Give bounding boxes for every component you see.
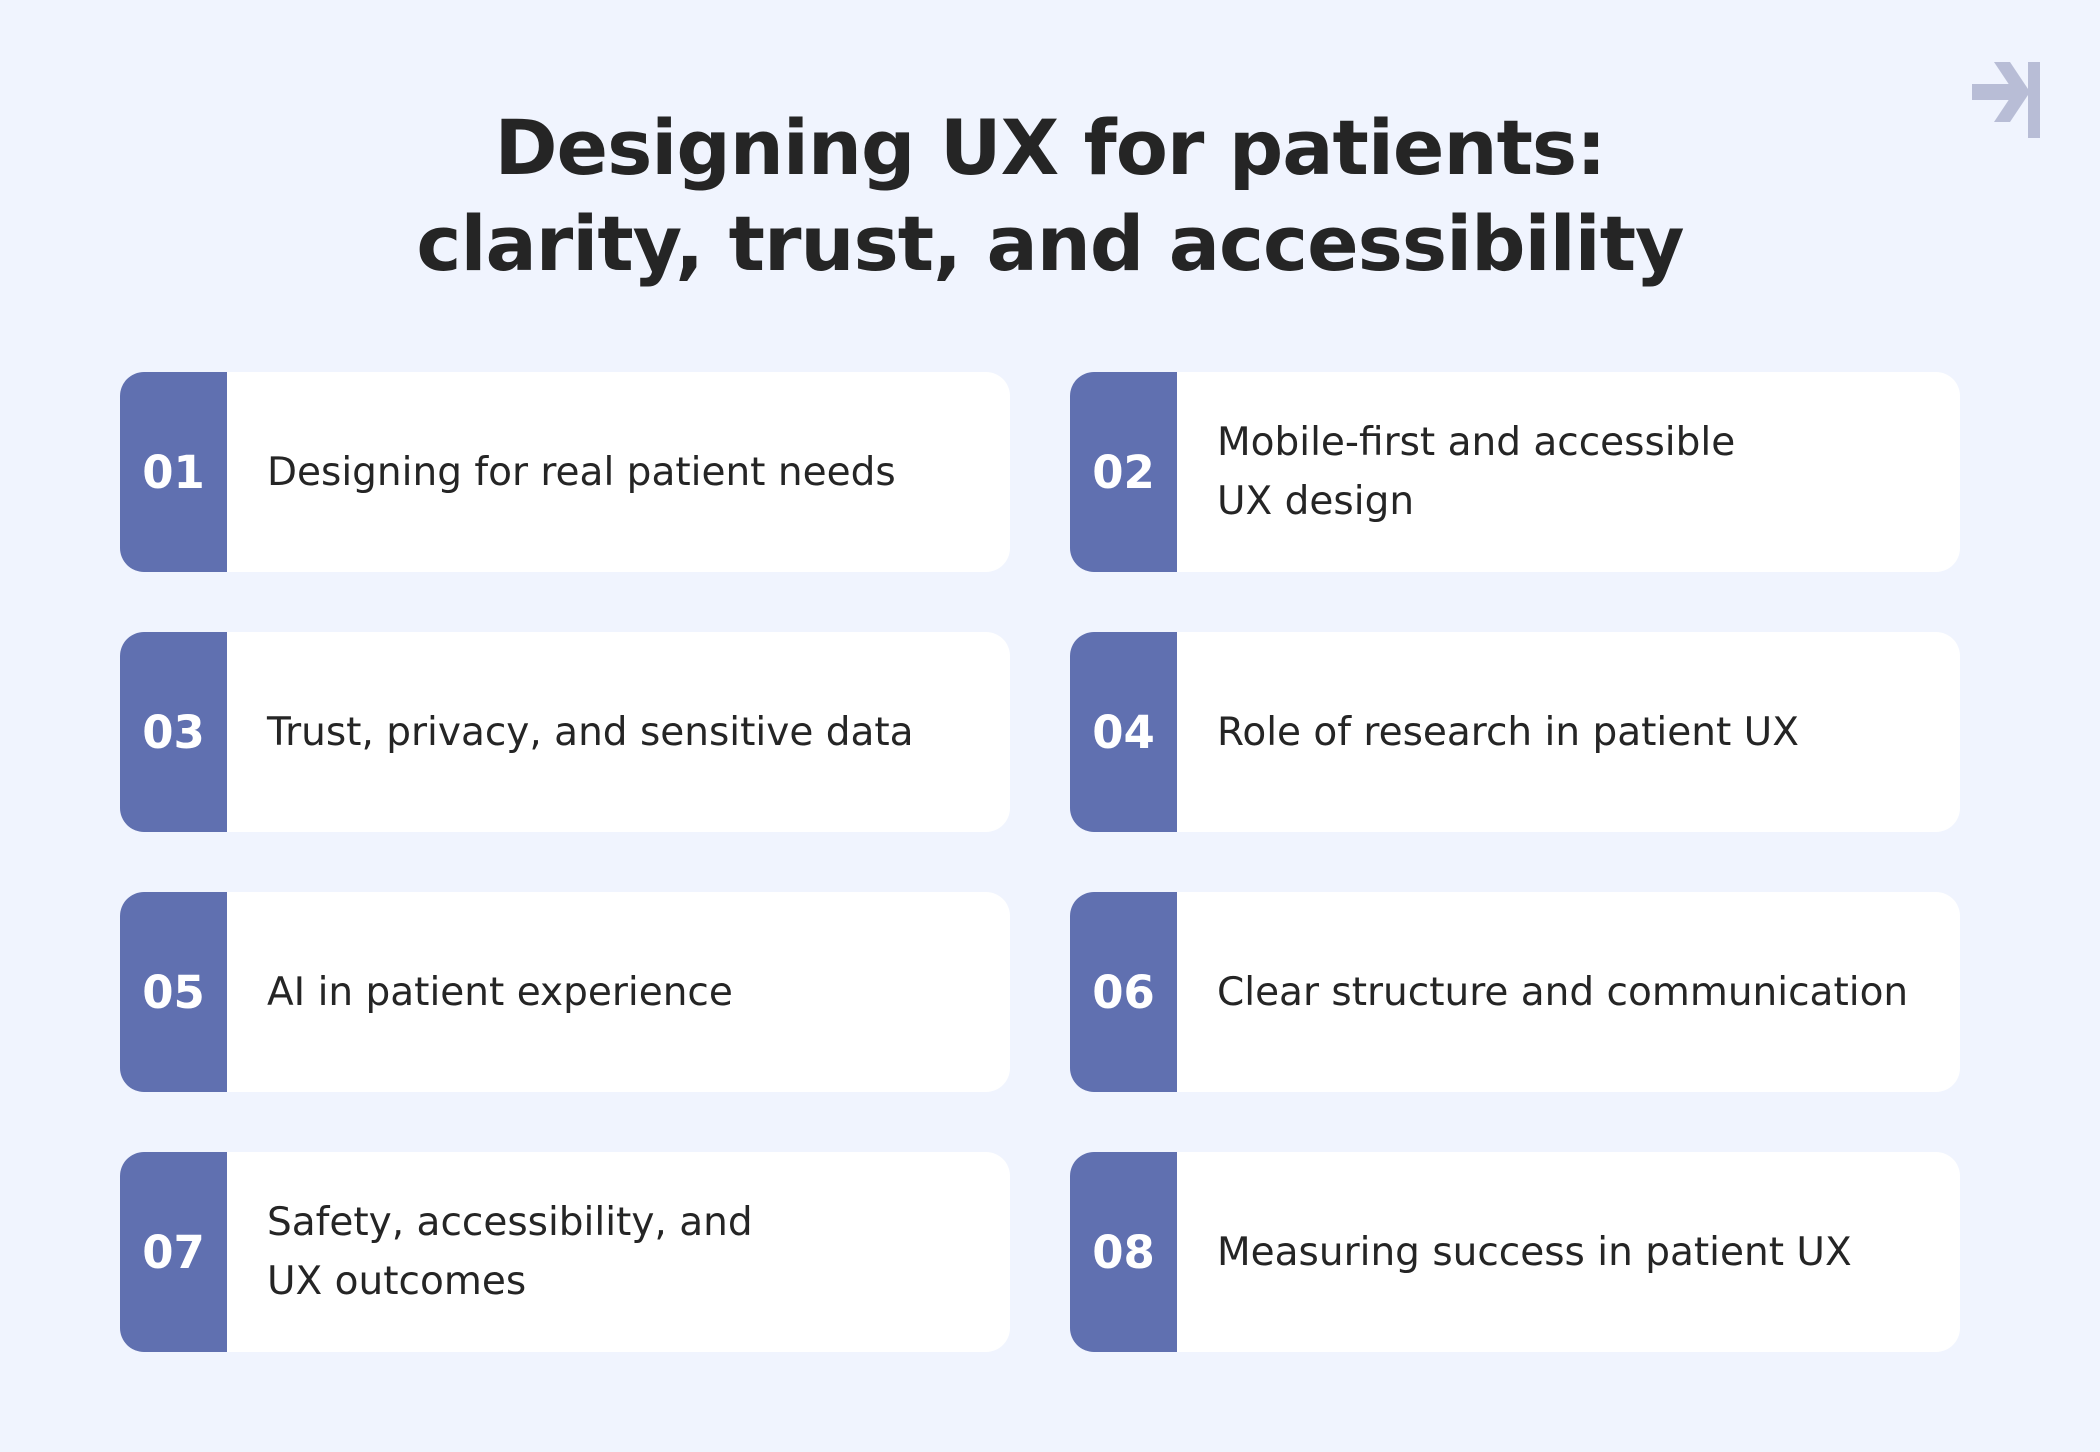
topic-label: Mobile-first and accessible UX design (1217, 420, 1736, 524)
arrow-right-to-bar-icon (1972, 62, 2040, 138)
topic-label: AI in patient experience (267, 969, 733, 1015)
topic-number: 02 (1070, 372, 1177, 572)
topic-label: Measuring success in patient UX (1217, 1229, 1852, 1275)
topic-number: 03 (120, 632, 227, 832)
topic-card-06[interactable]: 06 Clear structure and communication (1070, 892, 1960, 1092)
topic-number: 04 (1070, 632, 1177, 832)
topic-number: 05 (120, 892, 227, 1092)
topic-card-03[interactable]: 03 Trust, privacy, and sensitive data (120, 632, 1010, 832)
topic-number: 06 (1070, 892, 1177, 1092)
title-line-2: clarity, trust, and accessibility (416, 199, 1684, 288)
topic-label: Trust, privacy, and sensitive data (267, 709, 914, 755)
topic-label: Designing for real patient needs (267, 449, 896, 495)
topic-label: Safety, accessibility, and UX outcomes (267, 1200, 753, 1304)
topic-card-02[interactable]: 02 Mobile-first and accessible UX design (1070, 372, 1960, 572)
topic-card-04[interactable]: 04 Role of research in patient UX (1070, 632, 1960, 832)
topic-number: 01 (120, 372, 227, 572)
topic-number: 08 (1070, 1152, 1177, 1352)
topic-label: Clear structure and communication (1217, 969, 1909, 1015)
topic-card-08[interactable]: 08 Measuring success in patient UX (1070, 1152, 1960, 1352)
topic-card-01[interactable]: 01 Designing for real patient needs (120, 372, 1010, 572)
topic-card-07[interactable]: 07 Safety, accessibility, and UX outcome… (120, 1152, 1010, 1352)
page-title: Designing UX for patients: clarity, trus… (0, 100, 2100, 292)
title-line-1: Designing UX for patients: (494, 103, 1606, 192)
topic-card-05[interactable]: 05 AI in patient experience (120, 892, 1010, 1092)
topic-number: 07 (120, 1152, 227, 1352)
topic-label: Role of research in patient UX (1217, 709, 1799, 755)
